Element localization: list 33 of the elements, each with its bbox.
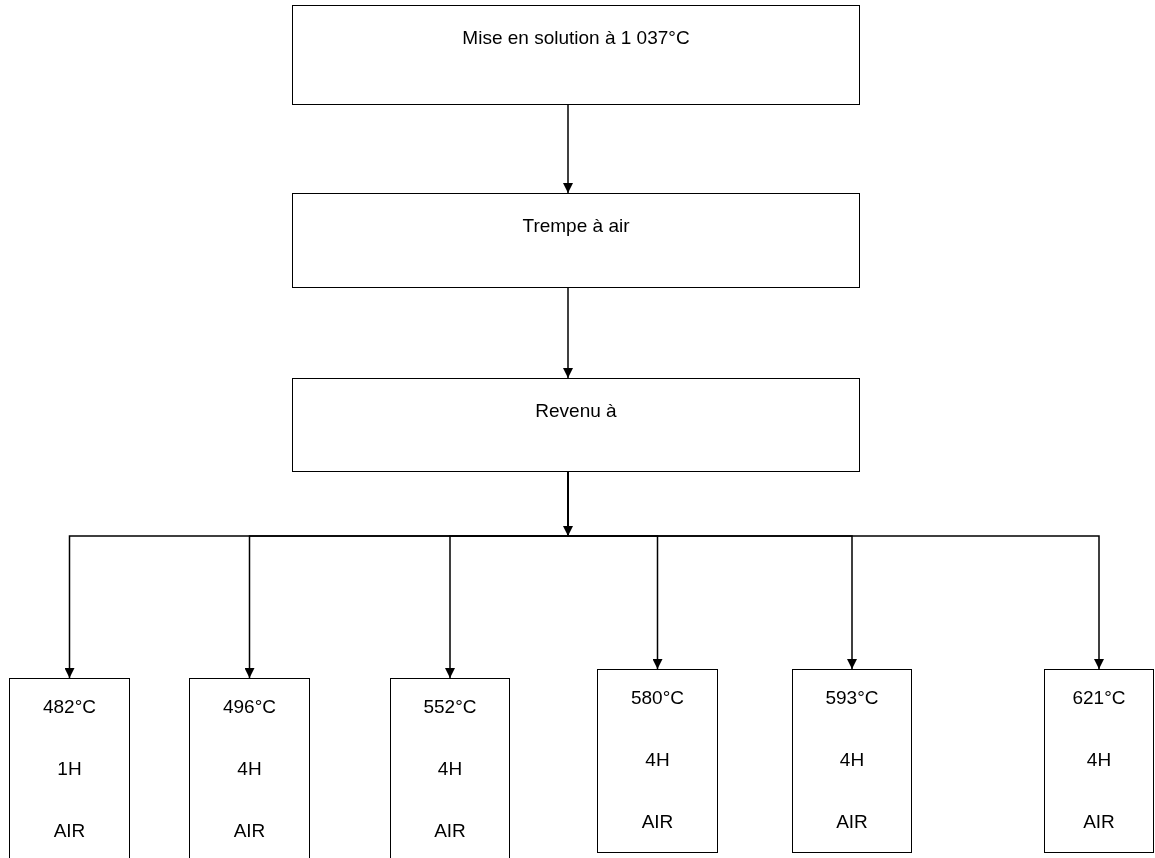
box-text: 4H [1086, 748, 1112, 772]
box-text: 1H [57, 757, 82, 781]
arrow [563, 287, 573, 379]
process-box [189, 678, 310, 858]
process-box [597, 669, 718, 853]
box-text: 593°C [825, 686, 879, 710]
arrow [563, 471, 573, 537]
box-text: 482°C [43, 695, 96, 719]
box-text: Revenu à [535, 399, 617, 423]
process-box [292, 5, 860, 105]
process-box [1044, 669, 1154, 853]
box-text: 4H [839, 748, 865, 772]
box-text: AIR [836, 810, 868, 834]
arrow [563, 104, 573, 194]
box-text: 4H [237, 757, 262, 781]
box-text: 4H [437, 757, 463, 781]
box-text: 580°C [631, 686, 684, 710]
box-text: AIR [434, 819, 466, 843]
process-box [292, 378, 860, 472]
box-text: 4H [645, 748, 670, 772]
box-text: AIR [1083, 810, 1115, 834]
box-text: 496°C [223, 695, 276, 719]
process-box [390, 678, 510, 858]
box-text: 621°C [1072, 686, 1126, 710]
process-box [792, 669, 912, 853]
box-text: AIR [233, 819, 266, 843]
box-text: Trempe à air [522, 214, 630, 238]
box-text: AIR [53, 819, 86, 843]
box-text: Mise en solution à 1 037°C [462, 26, 690, 50]
process-box [292, 193, 860, 288]
box-text: AIR [641, 810, 674, 834]
box-text: 552°C [423, 695, 477, 719]
process-box [9, 678, 130, 858]
